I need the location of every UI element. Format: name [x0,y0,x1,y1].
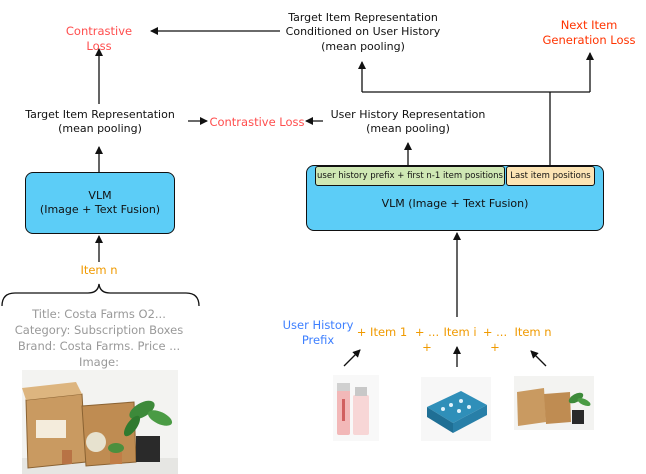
item-n-label: Item n [80,263,118,277]
plants-box-small-image [514,376,594,430]
user-history-representation: User History Representation (mean poolin… [330,108,486,136]
item-1-label: + Item 1 [356,325,408,339]
target-item-conditioned: Target Item Representation Conditioned o… [285,11,441,53]
vlm-right-label: VLM (Image + Text Fusion) [381,197,529,210]
next-item-generation-loss: Next Item Generation Loss [542,18,636,47]
ellipsis-2: + ... + [482,325,508,354]
item-i-label: Item i [443,325,477,339]
brace [1,283,200,307]
ellipsis-1: + ... + [414,325,440,354]
arrow-item1-img [343,349,361,367]
blue-gift-box-image [421,377,491,441]
cosmetic-bottle-image [333,375,379,441]
user-history-prefix-label: User History Prefix [282,318,354,347]
segment-user-history-prefix: user history prefix + first n-1 item pos… [315,166,505,186]
contrastive-loss-center: Contrastive Loss [209,115,305,129]
arrow-itemn-img [530,350,547,367]
contrastive-loss-top: Contrastive Loss [65,24,133,53]
vlm-left-box: VLM (Image + Text Fusion) [25,172,175,234]
target-item-representation: Target Item Representation (mean pooling… [25,108,175,136]
segment-last-item-positions: Last item positions [506,166,595,186]
item-text-description: Title: Costa Farms O2... Category: Subsc… [14,307,184,370]
item-n-right-label: Item n [514,325,552,339]
plants-box-image [22,370,178,474]
